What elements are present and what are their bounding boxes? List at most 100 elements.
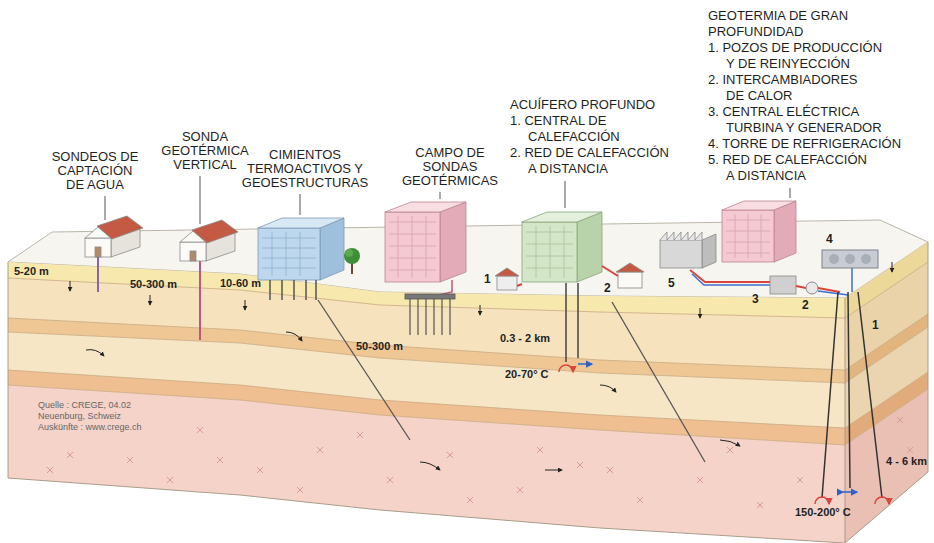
aquifer-well xyxy=(566,283,578,362)
callout-label: SONDA GEOTÉRMICA VERTICAL xyxy=(150,130,260,172)
heating-plant xyxy=(495,268,519,276)
soil-layer xyxy=(845,389,928,543)
soil-layer xyxy=(8,385,845,543)
heating-plant xyxy=(517,284,522,286)
industrial-hall xyxy=(660,232,702,240)
building-district-heating xyxy=(522,212,602,282)
callout-heading: GEOTERMIA DE GRAN PROFUNDIDAD xyxy=(708,8,898,40)
building-on-piles xyxy=(258,218,344,300)
district-heating-pipe xyxy=(690,270,770,285)
list-item: 5. RED DE CALEFACCIÓN A DISTANCIA xyxy=(708,152,874,184)
tall-building xyxy=(722,201,796,210)
callout-label: SONDEOS DE CAPTACIÓN DE AGUA xyxy=(49,150,141,192)
layer-boundary xyxy=(8,262,928,318)
tall-building xyxy=(722,201,796,262)
depth-label: 0.3 - 2 km xyxy=(500,332,550,345)
groundwater-arrow xyxy=(480,305,481,315)
tall-building xyxy=(774,201,796,262)
list-item: 2. INTERCAMBIADORES DE CALOR xyxy=(708,72,871,104)
power-plant xyxy=(796,286,806,288)
building-with-probe-field xyxy=(405,294,455,299)
callout-number: 1 xyxy=(872,318,879,332)
small-house xyxy=(616,263,644,272)
building-on-piles xyxy=(258,228,320,280)
source-note: Quelle : CREGE, 04.02 xyxy=(38,400,131,411)
groundwater-arrow xyxy=(70,262,892,470)
house-with-probe xyxy=(190,251,196,261)
groundwater-arrow xyxy=(700,308,701,318)
cooling-tower xyxy=(861,254,871,264)
building-on-piles xyxy=(262,232,316,276)
cooling-tower xyxy=(845,254,855,264)
soil-layer xyxy=(8,242,928,543)
source-note: Auskünfte : www.crege.ch xyxy=(38,422,142,433)
temperature-label: 20-70° C xyxy=(505,368,549,381)
depth-label: 5-20 m xyxy=(14,265,49,278)
aquifer-well xyxy=(559,283,592,372)
list-item: 1. CENTRAL DE CALEFACCIÓN xyxy=(510,113,676,145)
tree xyxy=(345,249,353,257)
depth-label: 50-300 m xyxy=(356,340,403,353)
heat-exchanger xyxy=(806,282,818,294)
list-item: 2. RED DE CALEFACCIÓN A DISTANCIA xyxy=(510,145,676,177)
depth-label: 4 - 6 km xyxy=(886,455,927,468)
heating-plant xyxy=(497,276,517,290)
callout-number: 4 xyxy=(826,232,833,246)
building-on-piles xyxy=(270,280,316,300)
house-with-well xyxy=(85,238,111,257)
leader-line xyxy=(200,176,201,224)
callout-number: 2 xyxy=(802,298,809,312)
groundwater-arrow xyxy=(70,281,71,291)
building-district-heating xyxy=(526,226,573,278)
cooling-tower xyxy=(822,250,878,268)
cooling-tower xyxy=(822,250,878,292)
small-house xyxy=(602,266,618,276)
leader-line xyxy=(300,194,301,215)
building-district-heating xyxy=(522,222,577,282)
groundwater-arrow xyxy=(86,350,104,356)
list-item: 3. CENTRAL ELÉCTRICA TURBINA Y GENERADOR xyxy=(708,104,898,136)
tree xyxy=(344,248,360,274)
callout-heading: ACUÍFERO PROFUNDO xyxy=(510,97,655,113)
layer-boundary xyxy=(8,385,928,445)
small-house xyxy=(618,272,642,288)
layer-boundary xyxy=(8,370,928,428)
layer-boundary xyxy=(8,314,928,370)
tall-building xyxy=(726,214,770,258)
tree xyxy=(344,248,360,264)
fault-line xyxy=(318,300,705,462)
leader-line xyxy=(440,192,441,199)
callout-label: CIMIENTOS TERMOACTIVOS Y GEOESTRUCTURAS xyxy=(230,148,380,190)
building-with-probe-field xyxy=(385,212,440,282)
list-item: 4. TORRE DE REFRIGERACIÓN xyxy=(708,136,901,152)
leader-line xyxy=(105,196,106,220)
aquifer-well xyxy=(578,363,592,365)
callout-number: 2 xyxy=(604,281,611,295)
house-with-probe xyxy=(192,220,238,243)
tall-building xyxy=(722,210,774,262)
industrial-hall xyxy=(702,234,716,268)
deep-well xyxy=(815,292,889,504)
groundwater-arrow xyxy=(150,295,151,305)
basement-rock-marks xyxy=(47,417,913,508)
industrial-hall xyxy=(660,232,716,268)
house-with-probe xyxy=(180,242,206,261)
depth-label: 10-60 m xyxy=(220,277,261,290)
callout-number: 5 xyxy=(668,276,675,290)
building-with-probe-field xyxy=(385,202,466,335)
district-heating-pipe xyxy=(690,270,770,282)
power-plant xyxy=(770,276,806,294)
fault-line xyxy=(318,300,410,440)
layer-boundary xyxy=(8,327,928,383)
callout-number: 3 xyxy=(752,292,759,306)
groundwater-arrow xyxy=(420,462,440,470)
building-with-probe-field xyxy=(385,202,466,212)
groundwater-arrow xyxy=(720,440,740,446)
aquifer-well xyxy=(559,365,573,372)
deep-well xyxy=(822,292,882,498)
district-heating-pipe xyxy=(692,274,770,285)
building-with-probe-field xyxy=(440,202,466,282)
deep-well xyxy=(815,497,829,504)
building-with-probe-field xyxy=(389,216,436,278)
